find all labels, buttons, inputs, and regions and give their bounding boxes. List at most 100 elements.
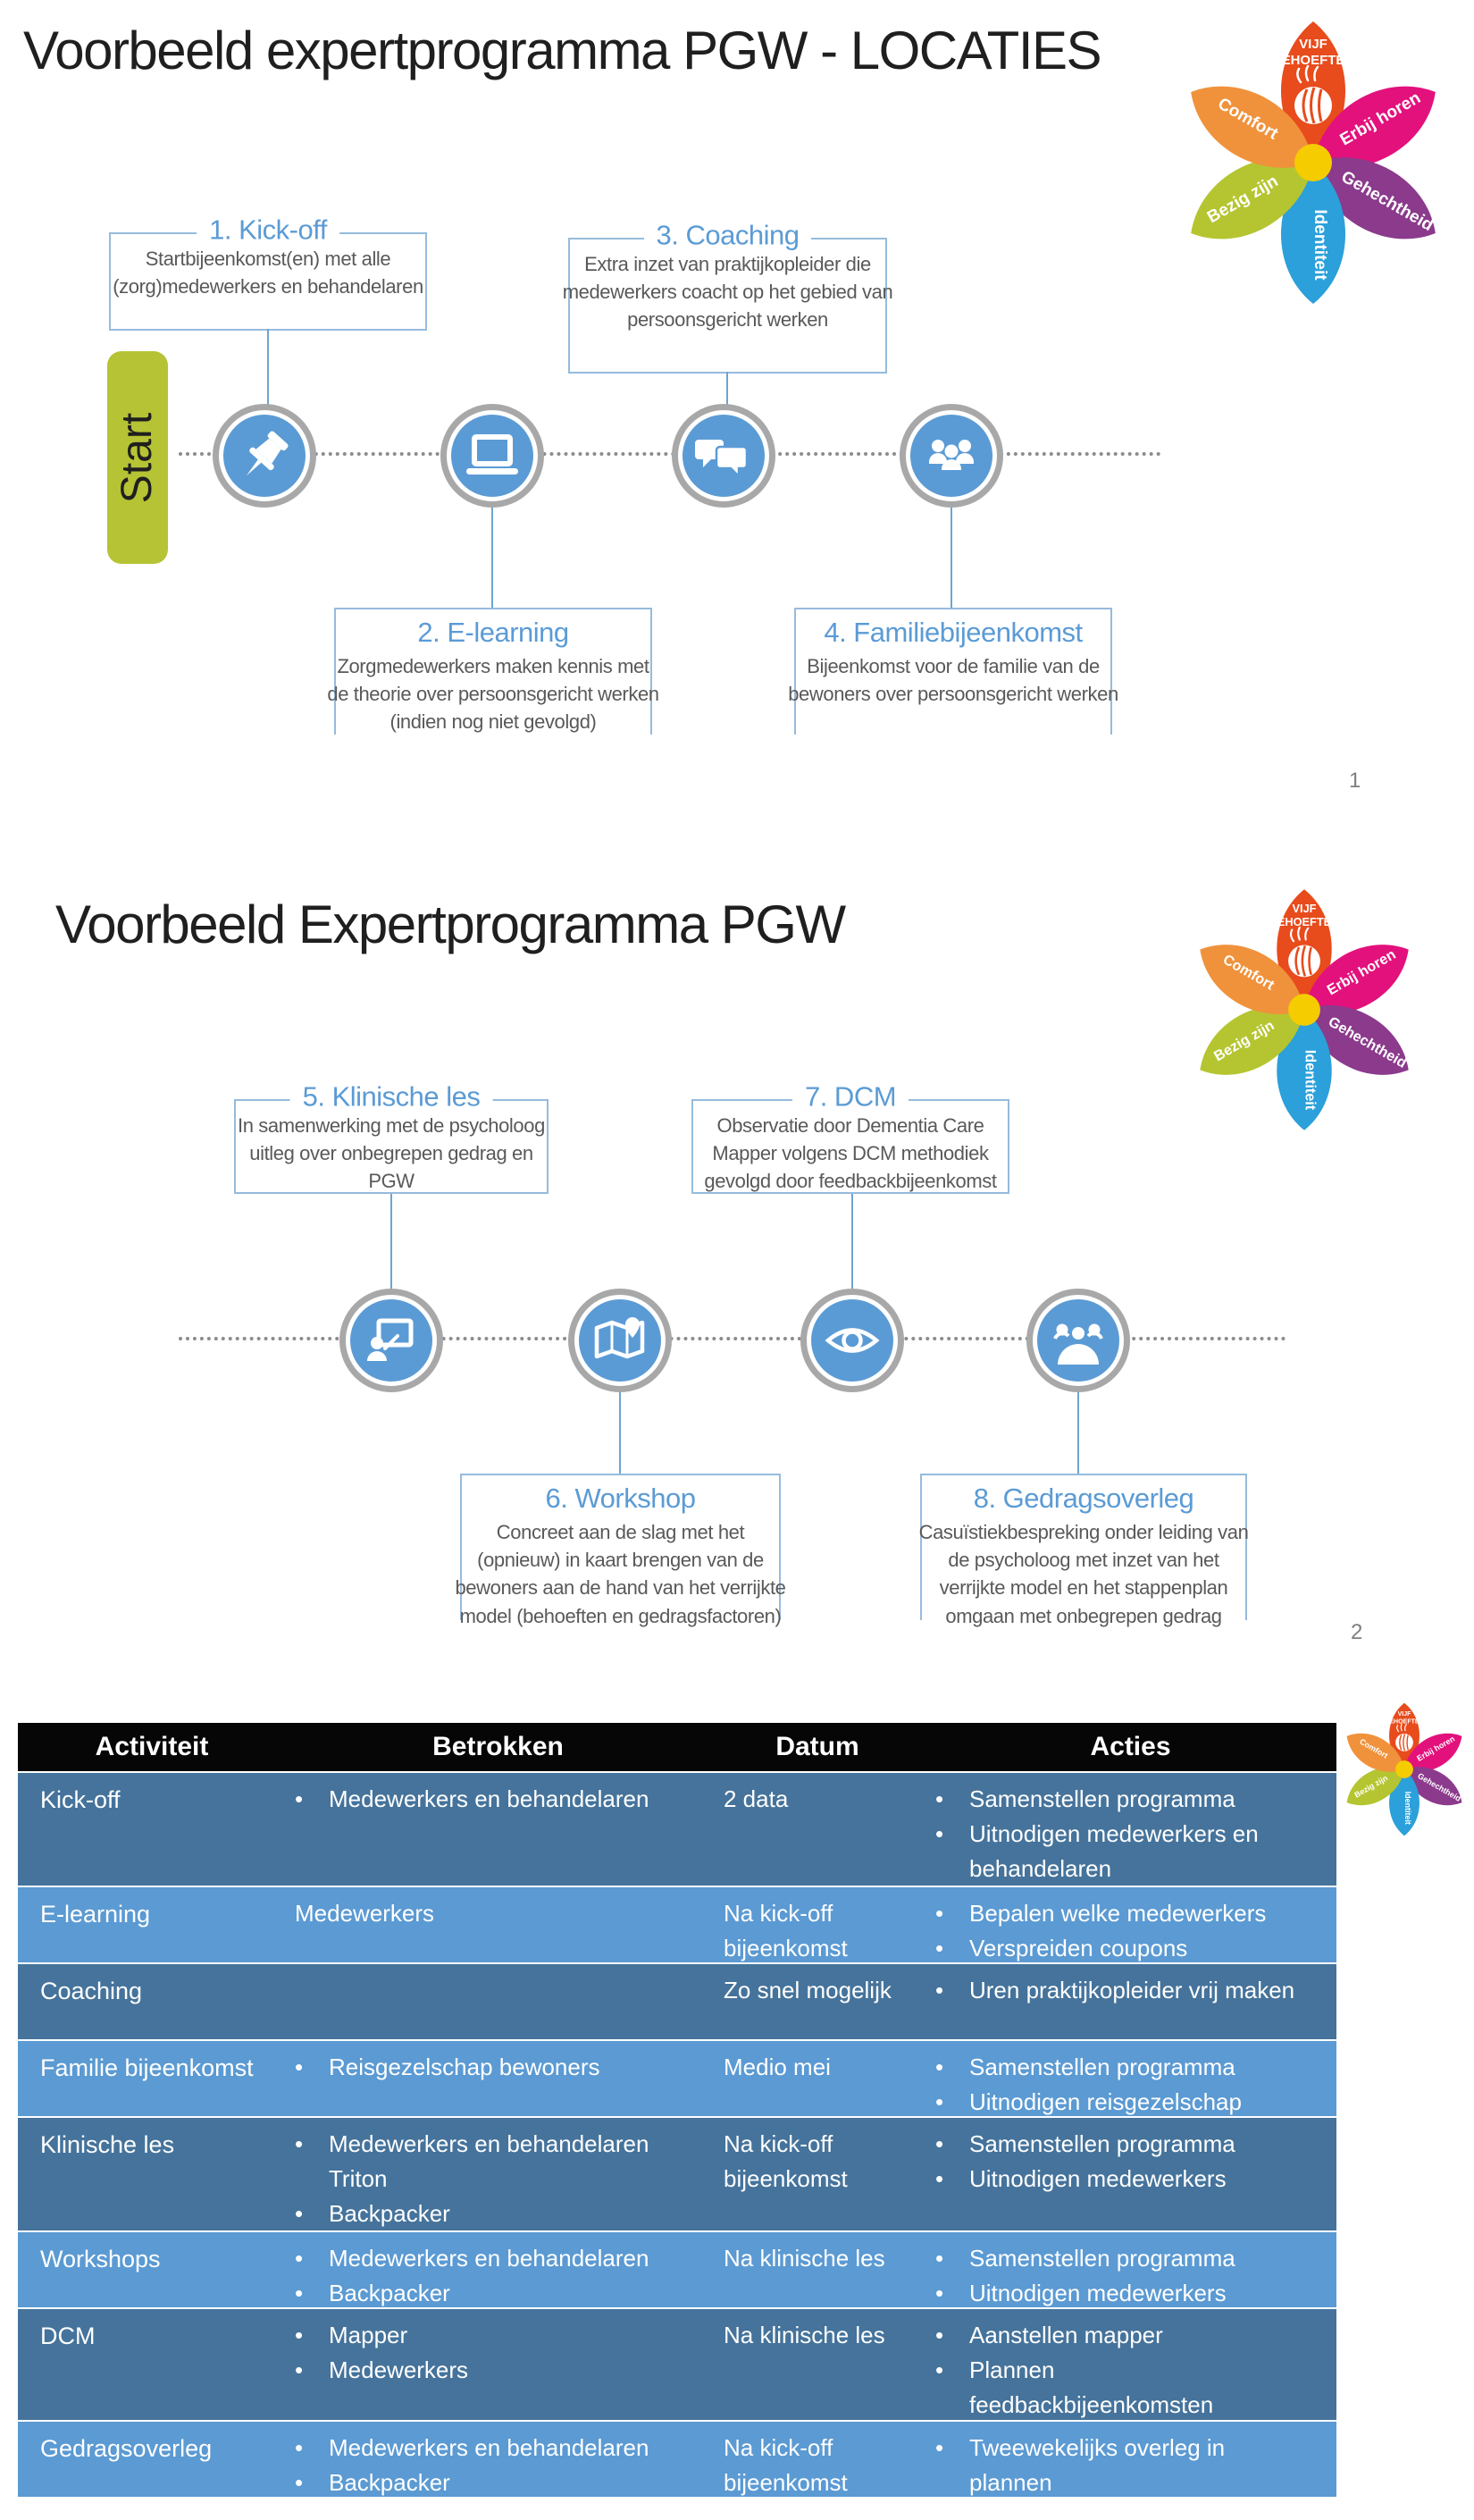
activity-table: Activiteit Betrokken Datum Acties Kick-o…	[18, 1723, 1336, 2500]
cell-activiteit: Coaching	[40, 1978, 143, 2004]
step-description: Zorgmedewerkers maken kennis met de theo…	[327, 655, 659, 734]
cell-acties: Tweewekelijks overleg in plannen	[925, 2422, 1336, 2500]
bullet-item: Reisgezelschap bewoners	[295, 2050, 679, 2085]
connector-line	[619, 1390, 621, 1474]
callout-familiebijeenkomst: 4. Familiebijeenkomst Bijeenkomst voor d…	[788, 608, 1118, 735]
cell-datum: Na kick-off bijeenkomst	[724, 2434, 848, 2496]
slide2-title: Voorbeeld Expertprogramma PGW	[55, 895, 846, 954]
cell-betrokken: Medewerkers en behandelarenBackpacker	[286, 2422, 710, 2500]
cell-datum: Na kick-off bijeenkomst	[724, 1900, 848, 1961]
start-badge: Start	[107, 351, 168, 564]
cell-acties: Bepalen welke medewerkersVerspreiden cou…	[925, 1887, 1336, 1966]
cell-acties: Aanstellen mapperPlannen feedbackbijeenk…	[925, 2309, 1336, 2423]
cell-activiteit: Workshops	[40, 2246, 161, 2272]
cell-acties: Samenstellen programmaUitnodigen medewer…	[925, 2118, 1336, 2231]
bullet-item: Uitnodigen medewerkers	[935, 2276, 1302, 2311]
pushpin-icon	[236, 427, 292, 484]
connector-line	[1077, 1390, 1079, 1474]
timeline-node-coaching	[672, 404, 775, 508]
bullet-item: Verspreiden coupons	[935, 1931, 1302, 1966]
connector-line	[951, 506, 952, 608]
cell-datum: Medio mei	[724, 2054, 831, 2080]
cell-datum: Na kick-off bijeenkomst	[724, 2130, 848, 2192]
timeline-dotted-line	[179, 452, 1161, 456]
cell-acties: Samenstellen programmaUitnodigen medewer…	[925, 2232, 1336, 2311]
callout-dcm: 7. DCM Observatie door Dementia Care Map…	[691, 1080, 1009, 1194]
bullet-item: Samenstellen programma	[935, 2241, 1302, 2276]
bullet-item: Medewerkers en behandelaren	[295, 2241, 679, 2276]
flower-logo-2	[1185, 887, 1424, 1132]
chat-bubbles-icon	[695, 438, 749, 478]
cell-betrokken: Medewerkers en behandelaren	[286, 1773, 710, 1886]
header-acties: Acties	[1090, 1732, 1171, 1761]
callout-workshop: 6. Workshop Concreet aan de slag met het…	[455, 1474, 786, 1627]
bullet-item: Backpacker	[295, 2276, 679, 2311]
bullet-item: Bepalen welke medewerkers	[935, 1896, 1302, 1931]
callout-coaching: 3. Coaching Extra inzet van praktijkople…	[563, 219, 893, 374]
callout-klinische-les: 5. Klinische les In samenwerking met de …	[234, 1080, 549, 1194]
cell-datum: Na klinische les	[724, 2322, 885, 2348]
bullet-item: Medewerkers en behandelaren	[295, 1782, 679, 1817]
table-row: Coaching Zo snel mogelijk Uren praktijko…	[18, 1964, 1336, 2039]
cell-datum: Zo snel mogelijk	[724, 1977, 892, 2003]
page-number-2: 2	[1351, 1620, 1363, 1644]
step-title: 6. Workshop	[545, 1483, 696, 1514]
connector-line	[491, 506, 493, 608]
header-activiteit: Activiteit	[95, 1732, 209, 1761]
table-row: Workshops Medewerkers en behandelarenBac…	[18, 2232, 1336, 2311]
timeline-dotted-line	[179, 1337, 1286, 1340]
table-row: E-learning Medewerkers Na kick-off bijee…	[18, 1887, 1336, 1966]
step-title: 3. Coaching	[643, 219, 812, 252]
cell-acties: Samenstellen programmaUitnodigen medewer…	[925, 1773, 1336, 1886]
bullet-item: Uren praktijkopleider vrij maken	[935, 1973, 1302, 2008]
timeline-node-familiebijeenkomst	[900, 404, 1003, 508]
bullet-item: Plannen feedbackbijeenkomsten	[935, 2353, 1302, 2423]
map-icon	[591, 1312, 649, 1369]
timeline-node-gedragsoverleg	[1026, 1289, 1130, 1392]
callout-e-learning: 2. E-learning Zorgmedewerkers maken kenn…	[327, 608, 659, 735]
bullet-item: Medewerkers en behandelaren	[295, 2431, 679, 2465]
laptop-icon	[464, 427, 521, 484]
bullet-item: Uitnodigen medewerkers en behandelaren	[935, 1817, 1302, 1886]
bullet-item: Mapper	[295, 2318, 679, 2353]
connector-line	[851, 1194, 853, 1289]
bullet-item: Samenstellen programma	[935, 2050, 1302, 2085]
cell-activiteit: Gedragsoverleg	[40, 2435, 213, 2462]
step-title: 4. Familiebijeenkomst	[824, 617, 1083, 648]
eye-icon	[824, 1312, 881, 1369]
table-row: Gedragsoverleg Medewerkers en behandelar…	[18, 2422, 1336, 2500]
cell-betrokken	[286, 1964, 710, 2039]
cell-acties: Uren praktijkopleider vrij maken	[925, 1964, 1336, 2039]
timeline-node-workshop	[568, 1289, 672, 1392]
bullet-item: Tweewekelijks overleg in plannen	[935, 2431, 1302, 2500]
timeline-node-dcm	[800, 1289, 904, 1392]
step-description: Startbijeenkomst(en) met alle (zorg)mede…	[113, 248, 423, 298]
connector-line	[390, 1194, 392, 1289]
cell-betrokken: Reisgezelschap bewoners	[286, 2041, 710, 2120]
callout-gedragsoverleg: 8. Gedragsoverleg Casuïstiekbespreking o…	[919, 1474, 1249, 1627]
slide1-title: Voorbeeld expertprogramma PGW - LOCATIES	[23, 21, 1102, 80]
cell-activiteit: E-learning	[40, 1901, 151, 1928]
step-title: 1. Kick-off	[197, 214, 339, 247]
step-description: Observatie door Dementia Care Mapper vol…	[704, 1114, 997, 1193]
cell-acties: Samenstellen programmaUitnodigen reisgez…	[925, 2041, 1336, 2120]
flower-logo-1	[1173, 20, 1453, 306]
flower-logo-3	[1338, 1701, 1470, 1837]
step-title: 8. Gedragsoverleg	[973, 1483, 1194, 1514]
cell-datum: Na klinische les	[724, 2245, 885, 2272]
presentation-icon	[363, 1312, 420, 1369]
cell-betrokken: Medewerkers en behandelaren TritonBackpa…	[286, 2118, 710, 2231]
cell-betrokken: Medewerkers en behandelarenBackpacker	[286, 2232, 710, 2311]
cell-betrokken: MapperMedewerkers	[286, 2309, 710, 2423]
step-description: Casuïstiekbespreking onder leiding van d…	[918, 1521, 1249, 1627]
connector-line	[726, 372, 728, 405]
step-title: 7. DCM	[791, 1080, 909, 1113]
table-row: DCM MapperMedewerkers Na klinische les A…	[18, 2309, 1336, 2420]
cell-activiteit: Klinische les	[40, 2131, 175, 2158]
page-number-1: 1	[1349, 769, 1361, 793]
bullet-item: Backpacker	[295, 2197, 679, 2231]
table-row: Klinische les Medewerkers en behandelare…	[18, 2118, 1336, 2231]
table-row: Familie bijeenkomst Reisgezelschap bewon…	[18, 2041, 1336, 2120]
step-description: In samenwerking met de psycholoog uitleg…	[238, 1114, 545, 1193]
cell-datum: 2 data	[724, 1785, 789, 1812]
